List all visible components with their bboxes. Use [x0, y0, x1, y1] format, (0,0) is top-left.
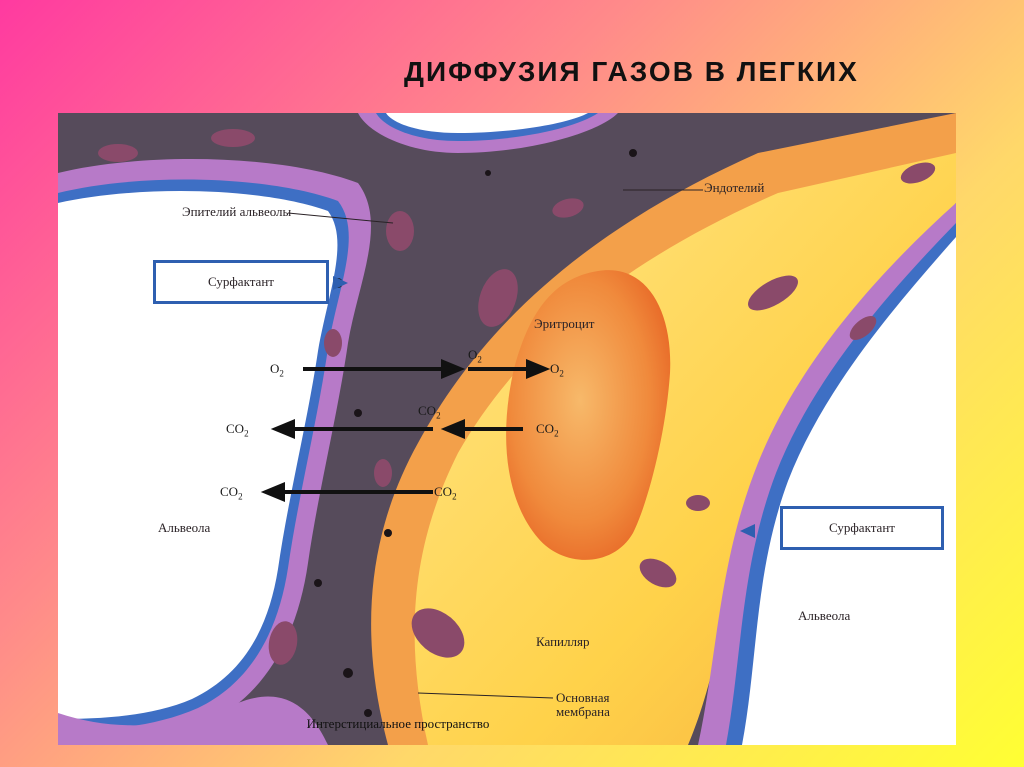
- gas-co2-erythrocyte: CO2: [536, 421, 559, 439]
- surfactant-arrows: [333, 276, 755, 538]
- alveolus-top: [386, 113, 588, 133]
- label-alveolus-right: Альвеола: [798, 608, 851, 623]
- gas-o2-membrane: O2: [468, 347, 482, 365]
- diffusion-arrows: [260, 359, 551, 502]
- surfactant-box-left: Сурфактант: [153, 260, 329, 304]
- leader-lines: [287, 189, 703, 699]
- label-interstitial-space: Интерстициальное пространство: [306, 716, 490, 731]
- cell-nuclei: [98, 129, 936, 665]
- diagram-figure: Эпителий альвеолы Сурфактант Эндотелий Э…: [58, 113, 956, 745]
- gas-o2-alveolus: O2: [270, 361, 284, 379]
- slide-title: ДИФФУЗИЯ ГАЗОВ В ЛЕГКИХ: [404, 56, 859, 87]
- gas-co2-alveolus-1: CO2: [226, 421, 249, 439]
- surfactant-label-right: Сурфактант: [829, 520, 895, 535]
- gas-co2-membrane: CO2: [418, 403, 441, 421]
- surfactant-label-left: Сурфактант: [208, 274, 274, 289]
- label-basement-membrane: Основная мембрана: [556, 690, 610, 719]
- label-alveolus-left: Альвеола: [158, 520, 211, 535]
- gas-co2-plasma: CO2: [434, 484, 457, 502]
- diagram-illustration: [58, 113, 956, 745]
- alveolus-left: [58, 191, 338, 719]
- surfactant-box-right: Сурфактант: [780, 506, 944, 550]
- gas-co2-alveolus-2: CO2: [220, 484, 243, 502]
- label-endothelium: Эндотелий: [704, 180, 765, 195]
- alveolus-right: [742, 237, 956, 745]
- label-epithelium: Эпителий альвеолы: [182, 204, 292, 219]
- label-erythrocyte: Эритроцит: [534, 316, 595, 331]
- gas-o2-erythrocyte: O2: [550, 361, 564, 379]
- erythrocyte: [506, 270, 671, 560]
- label-capillary: Капилляр: [536, 634, 590, 649]
- capillary-lumen: [414, 153, 956, 745]
